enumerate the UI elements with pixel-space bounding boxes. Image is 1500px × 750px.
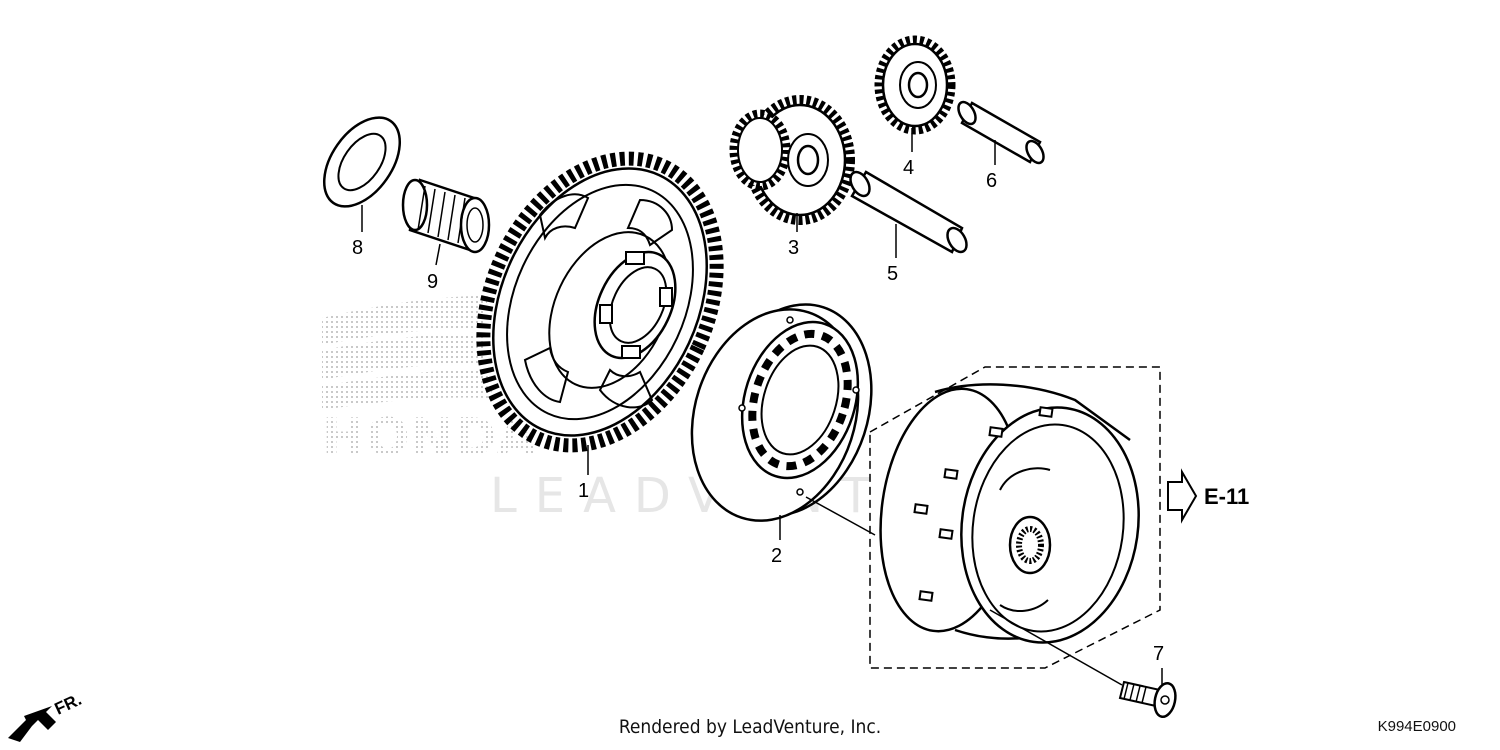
front-arrow-icon xyxy=(8,706,56,742)
callout-3: 3 xyxy=(788,237,799,259)
reference-arrow[interactable]: E-11 xyxy=(1167,468,1249,524)
callout-7: 7 xyxy=(1153,643,1164,665)
callout-5: 5 xyxy=(887,263,898,285)
front-label: FR. xyxy=(52,690,85,719)
callout-6: 6 xyxy=(986,170,997,192)
reference-label: E-11 xyxy=(1204,484,1249,509)
callout-9: 9 xyxy=(427,271,438,293)
long-shaft-part xyxy=(849,170,968,254)
needle-bearing-part xyxy=(401,178,491,254)
washer-part xyxy=(322,116,402,208)
flange-bolt-part xyxy=(1118,680,1177,719)
assembly-boundary xyxy=(869,366,1161,669)
right-arrow-icon xyxy=(1167,468,1198,524)
starter-driven-gear-part xyxy=(476,151,724,453)
honda-letters-watermark: HONDA xyxy=(322,408,537,468)
callout-4: 4 xyxy=(903,157,914,179)
callout-1: 1 xyxy=(578,480,589,502)
leader-lines xyxy=(361,128,1163,686)
honda-wing-watermark: HONDA xyxy=(322,296,537,468)
footer-credit: Rendered by LeadVenture, Inc. xyxy=(618,716,882,738)
small-gear-part xyxy=(874,35,956,135)
idle-gear-part xyxy=(729,95,855,225)
flywheel-rotor-part xyxy=(879,383,1140,650)
callout-2: 2 xyxy=(771,545,782,567)
starter-clutch-part xyxy=(690,303,873,522)
diagram-code: K994E0900 xyxy=(1377,718,1456,735)
short-shaft-part xyxy=(957,100,1045,165)
callout-8: 8 xyxy=(352,237,363,259)
